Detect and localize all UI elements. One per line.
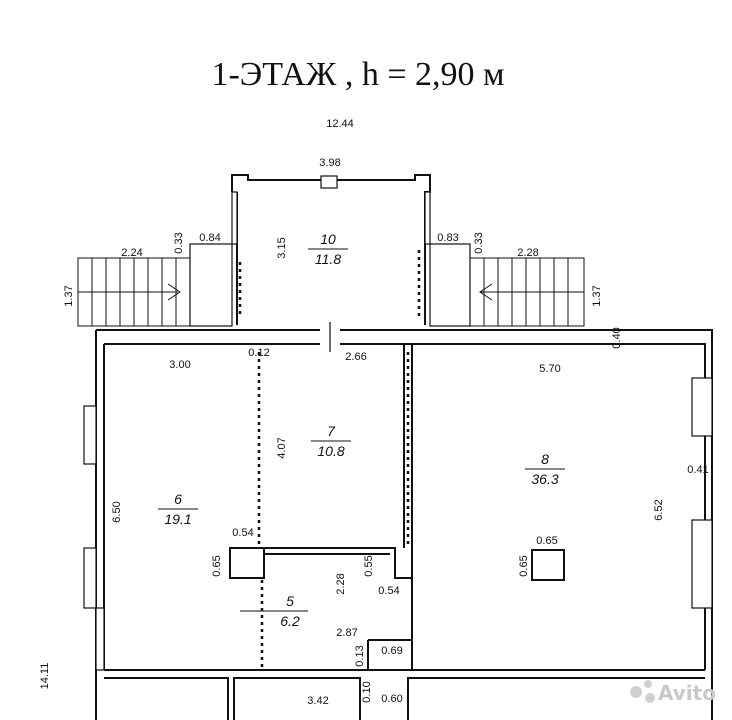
dim-column-top: 0.65 (536, 535, 557, 547)
dim-porch-width: 3.98 (319, 157, 340, 169)
dim-right-step-depth: 1.37 (591, 285, 603, 306)
svg-text:36.3: 36.3 (531, 471, 558, 487)
avito-watermark: Avito (630, 680, 716, 705)
dim-bottom-342: 3.42 (307, 695, 328, 707)
watermark-text: Avito (658, 681, 716, 705)
svg-text:6.2: 6.2 (280, 613, 300, 629)
porch-window-right-1 (424, 191, 431, 245)
porch-walls (231, 174, 431, 325)
dim-room6-depth: 6.50 (111, 501, 123, 522)
window-right-1 (691, 377, 713, 437)
window-left-1 (83, 405, 97, 465)
porch-window-top (320, 175, 338, 189)
dim-partition-013: 0.13 (354, 645, 366, 666)
window-right-2 (691, 519, 713, 609)
dim-left-step-width: 2.24 (121, 247, 142, 259)
svg-text:8: 8 (541, 451, 549, 467)
svg-text:10: 10 (320, 231, 336, 247)
room-label-10: 10 11.8 (308, 231, 348, 267)
dim-porch-depth: 3.15 (276, 237, 288, 258)
dim-wall-right: 0.41 (687, 464, 708, 476)
dim-room8-depth: 6.52 (653, 499, 665, 520)
dim-partition-054-left: 0.54 (232, 527, 253, 539)
room-label-7: 7 10.8 (311, 423, 351, 459)
dim-right-step-offset: 0.33 (473, 232, 485, 253)
dim-left-step-depth: 1.37 (63, 285, 75, 306)
dim-column-side: 0.65 (518, 555, 530, 576)
window-left-3 (95, 607, 105, 671)
window-left-2 (83, 547, 97, 609)
svg-text:7: 7 (327, 423, 336, 439)
watermark-dot-2 (644, 680, 652, 688)
dim-room7-depth: 4.07 (276, 437, 288, 458)
dim-room8-width: 5.70 (539, 363, 560, 375)
dim-wall-065-left: 0.65 (211, 555, 223, 576)
dim-partition-12: 0.12 (248, 347, 269, 359)
watermark-dot-3 (645, 693, 655, 703)
dim-left-step-offset: 0.33 (173, 232, 185, 253)
dim-wall-top: 0.40 (611, 327, 623, 348)
left-stairs (77, 243, 233, 327)
porch-window-left-1 (231, 191, 238, 245)
room-label-6: 6 19.1 (158, 491, 198, 527)
svg-text:19.1: 19.1 (164, 511, 191, 527)
dim-left-wall-gap: 0.84 (199, 232, 220, 244)
dim-right-step-width: 2.28 (517, 247, 538, 259)
dim-bottom-060: 0.60 (381, 693, 402, 705)
dim-partition-055: 0.55 (363, 555, 375, 576)
dim-overall-width: 12.44 (326, 118, 354, 130)
dim-room5-width: 2.87 (336, 627, 357, 639)
interior-partitions (229, 344, 565, 670)
dim-room5-height: 2.28 (335, 573, 347, 594)
watermark-dot-1 (630, 686, 642, 698)
dim-partition-069: 0.69 (381, 645, 402, 657)
plan-title: 1-ЭТАЖ , h = 2,90 м (211, 56, 504, 93)
svg-text:11.8: 11.8 (315, 251, 341, 267)
right-stairs (429, 243, 585, 327)
room-label-5: 5 6.2 (240, 593, 308, 629)
svg-text:5: 5 (286, 593, 294, 609)
dim-overall-depth: 14.11 (39, 663, 51, 690)
dim-room6-width: 3.00 (169, 359, 190, 371)
dim-bottom-010: 0.10 (361, 681, 373, 702)
dim-right-wall-gap: 0.83 (437, 232, 458, 244)
svg-text:6: 6 (174, 491, 182, 507)
svg-text:10.8: 10.8 (317, 443, 344, 459)
house-walls (83, 322, 713, 720)
dim-partition-054-right: 0.54 (378, 585, 399, 597)
dim-room7-width: 2.66 (345, 351, 366, 363)
room-label-8: 8 36.3 (525, 451, 565, 487)
column-room8 (531, 549, 565, 581)
